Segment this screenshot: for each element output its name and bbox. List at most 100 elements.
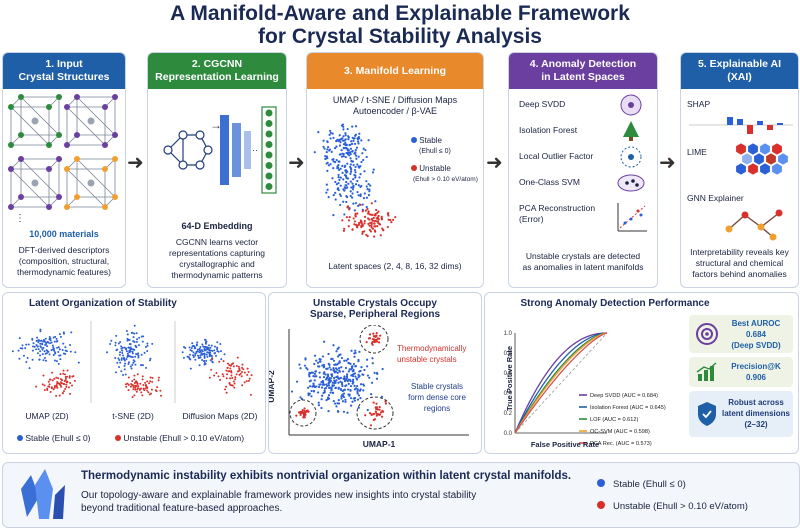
panel-manifold: 3. Manifold Learning UMAP / t-SNE / Diff…: [306, 52, 484, 288]
unstable-point: [375, 339, 378, 342]
roc-legend-item: LOF (AUC = 0.612): [590, 417, 638, 423]
stable-point: [357, 155, 360, 158]
stable-point: [331, 391, 335, 395]
stable-point: [357, 394, 361, 397]
stable-point: [308, 380, 311, 383]
stable-point: [347, 182, 350, 185]
stable-point: [356, 179, 359, 183]
stable-point: [49, 342, 52, 345]
stable-point: [42, 346, 45, 349]
roc-legend-item: Deep SVDD (AUC = 0.684): [590, 393, 658, 399]
arrow-icon: ➜: [127, 152, 144, 174]
stable-point: [354, 152, 357, 155]
unstable-point: [245, 380, 248, 383]
stable-point: [354, 351, 357, 354]
svg-text:··: ··: [252, 145, 258, 155]
stable-point: [368, 190, 371, 193]
outlier-circle: [289, 399, 317, 427]
stable-point: [42, 340, 45, 343]
stable-point: [354, 148, 357, 152]
stable-point: [349, 172, 352, 175]
stable-point: [336, 371, 339, 374]
atom: [56, 94, 62, 100]
atom: [8, 204, 14, 210]
stable-point: [373, 371, 376, 374]
stable-point: [343, 388, 347, 391]
atom: [74, 94, 80, 100]
unstable-point: [387, 211, 390, 215]
embedding-unit: [265, 120, 273, 127]
stable-point: [342, 152, 345, 156]
umap-label: UMAP (2D): [25, 411, 69, 421]
unstable-point: [373, 229, 377, 232]
stable-point: [127, 346, 130, 349]
stable-point: [129, 365, 132, 368]
stable-point: [332, 369, 335, 372]
stable-point: [332, 136, 335, 139]
unstable-point: [59, 373, 62, 376]
atom: [46, 166, 52, 172]
stable-point: [51, 344, 54, 347]
stable-point: [366, 358, 369, 361]
materials-count: 10,000 materials: [29, 229, 99, 239]
manifold-scatter-plot: [313, 123, 397, 238]
stable-point: [349, 388, 352, 392]
unstable-point: [233, 382, 236, 385]
unstable-point: [149, 392, 152, 395]
stable-point: [352, 378, 355, 381]
stable-point: [59, 358, 62, 361]
stable-point: [313, 372, 317, 376]
stable-point: [372, 168, 375, 171]
stable-point: [344, 143, 347, 147]
stable-point: [135, 346, 138, 349]
stable-point: [124, 362, 127, 365]
atom: [102, 204, 108, 210]
unstable-point: [159, 394, 162, 397]
atom: [56, 194, 62, 200]
stable-point: [192, 351, 195, 354]
stable-point: [360, 139, 363, 142]
embedding-unit: [265, 141, 273, 148]
unstable-point: [372, 332, 375, 335]
stable-point: [356, 392, 359, 395]
stable-point: [358, 176, 361, 179]
unstable-point: [227, 370, 230, 373]
stable-point: [313, 386, 317, 389]
stable-point: [359, 397, 362, 400]
stable-point: [354, 375, 357, 378]
stable-point: [317, 385, 321, 389]
stable-point: [105, 351, 108, 354]
stable-point: [199, 346, 202, 349]
stable-point: [339, 387, 343, 391]
unstable-point: [48, 383, 51, 386]
unstable-point: [226, 366, 229, 369]
stable-point: [370, 393, 373, 396]
stable-point: [142, 335, 145, 338]
unstable-point: [230, 370, 233, 373]
stable-point: [189, 367, 192, 370]
atom: [112, 94, 118, 100]
stable-point: [121, 352, 124, 355]
stable-point: [336, 375, 339, 378]
unstable-point: [60, 385, 63, 388]
unstable-point: [373, 418, 377, 421]
lime-cell: [747, 142, 759, 156]
stable-point: [368, 376, 371, 379]
stable-point: [347, 370, 350, 373]
atom: [74, 194, 80, 200]
stable-point: [349, 194, 352, 198]
stable-point: [336, 402, 339, 405]
stable-point: [36, 345, 39, 348]
stable-point: [328, 366, 331, 369]
stable-point: [21, 347, 24, 350]
unstable-point: [135, 385, 138, 388]
stable-point: [337, 182, 340, 185]
stable-point: [333, 147, 337, 150]
stable-point: [327, 146, 330, 149]
stable-point: [53, 340, 56, 343]
stable-point: [320, 406, 323, 410]
stable-point: [332, 367, 335, 370]
stable-point: [137, 354, 140, 357]
growth-chart-icon: [696, 362, 717, 381]
unstable-point: [225, 369, 228, 372]
